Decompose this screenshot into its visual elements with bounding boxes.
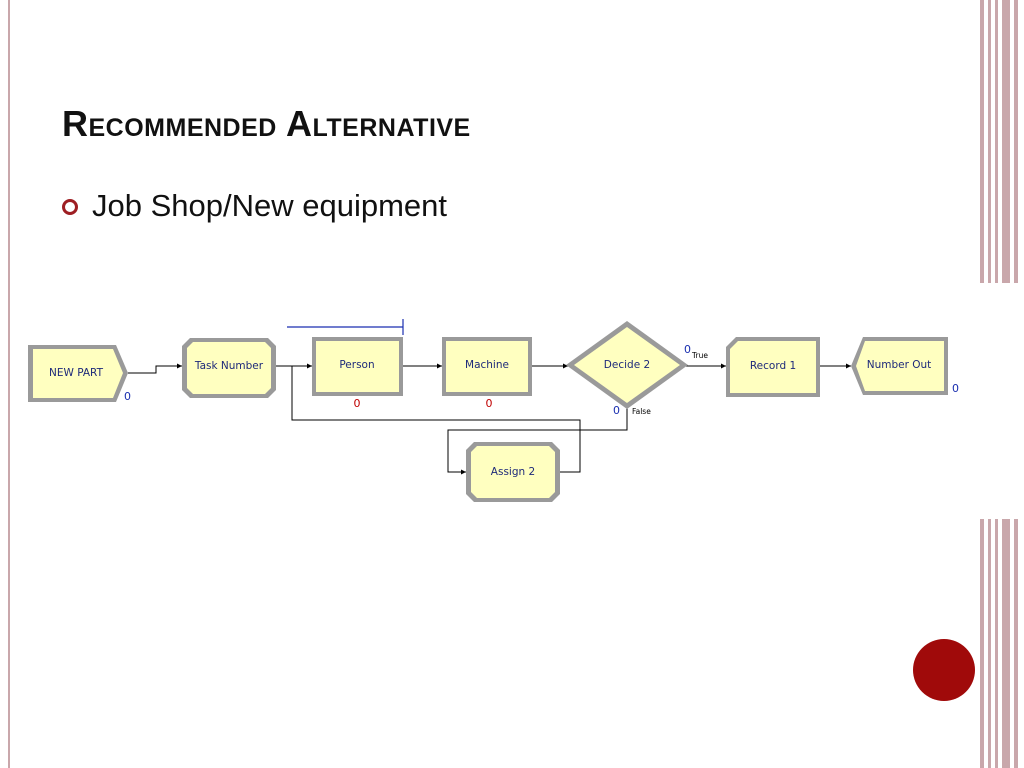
module-count: 0: [952, 382, 959, 395]
arena-flow-diagram: NEW PART 0 Task Number Person 0 Machine …: [28, 319, 959, 502]
true-label: True: [691, 351, 708, 360]
module-label: Record 1: [750, 360, 796, 372]
decorative-right-border: [976, 0, 1024, 768]
module-machine[interactable]: Machine 0: [442, 337, 532, 410]
false-count: 0: [613, 404, 620, 417]
bullet-ring-icon: [62, 199, 78, 215]
module-label: Task Number: [194, 360, 264, 372]
module-count: 0: [124, 390, 131, 403]
left-border-line: [8, 0, 10, 768]
module-label: NEW PART: [49, 367, 104, 379]
connectors: [128, 363, 851, 475]
slide-title: Recommended Alternative: [62, 103, 471, 144]
connector-decide-false-assign: [447, 408, 628, 475]
false-label: False: [632, 407, 651, 416]
connector-newpart-task: [128, 363, 182, 374]
module-label: Person: [339, 359, 374, 371]
module-record-1[interactable]: Record 1: [726, 337, 820, 397]
module-label: Number Out: [867, 359, 932, 371]
module-new-part[interactable]: NEW PART 0: [28, 345, 131, 403]
connector-assign-person: [291, 366, 581, 473]
true-count: 0: [684, 343, 691, 356]
module-task-number[interactable]: Task Number: [182, 338, 276, 398]
module-number-out[interactable]: Number Out 0: [851, 337, 959, 395]
module-decide-2[interactable]: Decide 2 0 True 0 False: [566, 321, 708, 417]
module-count: 0: [486, 397, 493, 410]
decorative-red-circle: [913, 639, 975, 701]
module-label: Decide 2: [604, 359, 650, 371]
module-label: Assign 2: [491, 466, 535, 478]
module-count: 0: [354, 397, 361, 410]
resource-line: [287, 319, 404, 335]
bullet-text: Job Shop/New equipment: [92, 188, 448, 223]
module-person[interactable]: Person 0: [312, 337, 403, 410]
module-label: Machine: [465, 359, 509, 371]
module-assign-2[interactable]: Assign 2: [466, 442, 560, 502]
bullet-item: Job Shop/New equipment: [62, 188, 447, 224]
